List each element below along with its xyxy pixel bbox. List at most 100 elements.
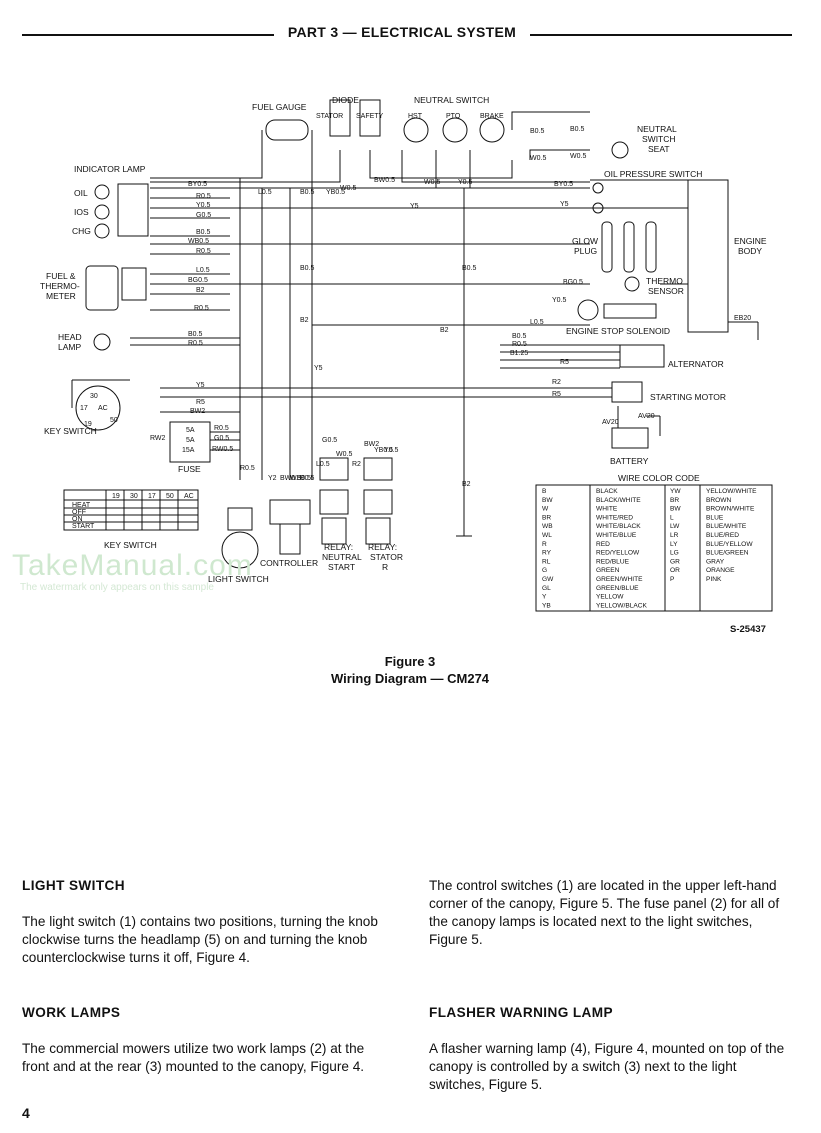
wire-tag: BW0.5	[374, 177, 395, 184]
wire-tag: Y0.5	[458, 179, 473, 186]
wire-code-cell: WB	[542, 523, 553, 530]
label-ios: IOS	[74, 207, 89, 217]
wire-tag: Y5	[314, 365, 323, 372]
wire-code-cell: GREEN/WHITE	[596, 576, 643, 583]
heading-flasher: FLASHER WARNING LAMP	[429, 1005, 613, 1020]
label-seat-2: SWITCH	[642, 134, 676, 144]
wire-stator	[150, 150, 341, 183]
wire-tag: Y0.5	[552, 297, 567, 304]
wire-tag: BY0.5	[188, 181, 207, 188]
section-light-switch: LIGHT SWITCH The light switch (1) contai…	[22, 877, 382, 967]
wire-tag: R2	[552, 379, 561, 386]
wire-code-cell: WHITE/RED	[596, 514, 633, 521]
label-relay-s-2: STATOR	[370, 552, 403, 562]
wire-tag: G0.5	[214, 435, 229, 442]
label-glow-1: GLOW	[572, 236, 598, 246]
wire-tag: 15A	[182, 447, 195, 454]
text-control-switches: The control switches (1) are located in …	[429, 878, 780, 947]
wire-tag: WB0.5	[290, 475, 311, 482]
wire-code-cell: BR	[542, 514, 551, 521]
wire-tag: R0.5	[240, 465, 255, 472]
wire-code-cell: BROWN/WHITE	[706, 506, 755, 513]
header-rule-left	[22, 34, 274, 36]
wire-tag: R0.5	[196, 193, 211, 200]
wire-tag: BW2	[364, 441, 379, 448]
wire-tag: AV20	[638, 413, 655, 420]
wire-tag: R0.5	[214, 425, 229, 432]
wire-code-cell: BLUE/RED	[706, 532, 739, 539]
wire-safety	[369, 150, 513, 179]
wire-tag: B0.5	[462, 265, 477, 272]
label-key-switch: KEY SWITCH	[44, 426, 97, 436]
wire-tag: L0.5	[196, 267, 210, 274]
label-relay-n-1: RELAY:	[324, 542, 353, 552]
wire-code-cell: BW	[542, 497, 553, 504]
wire-tag: BW2	[190, 408, 205, 415]
label-thermo-1: THERMO	[646, 276, 683, 286]
wire-tag: L0.5	[258, 189, 272, 196]
label-engine-stop: ENGINE STOP SOLENOID	[566, 326, 670, 336]
label-chg: CHG	[72, 226, 91, 236]
wire-tag: B0.5	[300, 475, 315, 482]
wire-tag: RW0.5	[212, 446, 233, 453]
wire-code-cell: YB	[542, 602, 551, 609]
label-controller: CONTROLLER	[260, 558, 318, 568]
wire-tag: 19	[84, 421, 92, 428]
wire-hst	[401, 150, 590, 183]
wire-tag: R0.5	[188, 340, 203, 347]
wire-code-cell: P	[670, 576, 675, 583]
wire-tag: G0.5	[322, 437, 337, 444]
wire-tag: BY0.5	[554, 181, 573, 188]
wire-code-cell: B	[542, 488, 547, 495]
wire-code-cell: WHITE/BLACK	[596, 523, 641, 530]
wire-fuel-gauge-left	[150, 130, 263, 179]
label-battery: BATTERY	[610, 456, 649, 466]
wire-code-cell: GW	[542, 576, 554, 583]
wire-code-cell: BLUE	[706, 514, 724, 521]
text-work-lamps: The commercial mowers utilize two work l…	[22, 1041, 365, 1074]
label-seat-1: NEUTRAL	[637, 124, 677, 134]
label-engine-body-1: ENGINE	[734, 236, 767, 246]
wire-code-cell: BLACK	[596, 488, 618, 495]
label-wire-color-code: WIRE COLOR CODE	[618, 473, 700, 483]
text-light-switch: The light switch (1) contains two positi…	[22, 914, 378, 965]
label-starting-motor: STARTING MOTOR	[650, 392, 726, 402]
wire-tag: YB0.5	[326, 189, 345, 196]
label-relay-s-3: R	[382, 562, 388, 572]
wire-code-cell: GR	[670, 558, 680, 565]
wire-code-cell: Y	[542, 594, 547, 601]
wire-code-cell: G	[542, 567, 547, 574]
wire-code-cell: BROWN	[706, 497, 732, 504]
wire-tag: AC	[98, 405, 108, 412]
label-head-1: HEAD	[58, 332, 82, 342]
wire-code-cell: GRAY	[706, 558, 725, 565]
wire-code-cell: LW	[670, 523, 680, 530]
key-switch-row-off: OFF	[72, 509, 86, 516]
wire-tag: B0.5	[196, 229, 211, 236]
key-switch-col-19: 19	[112, 493, 120, 500]
heading-light-switch: LIGHT SWITCH	[22, 878, 125, 893]
wire-tag: B2	[462, 481, 471, 488]
wire-code-cell: YELLOW/WHITE	[706, 488, 757, 495]
wire-tag: BG0.5	[563, 279, 583, 286]
label-key-switch-table: KEY SWITCH	[104, 540, 157, 550]
figure-number: Figure 3	[384, 654, 436, 669]
heading-work-lamps: WORK LAMPS	[22, 1005, 121, 1020]
key-switch-col-17: 17	[148, 493, 156, 500]
label-fuel-3: METER	[46, 291, 76, 301]
wire-tag: YB0.5	[374, 447, 393, 454]
wire-tag: RW2	[150, 435, 166, 442]
label-brake: BRAKE	[480, 113, 504, 120]
wire-tag: B0.5	[300, 265, 315, 272]
label-oil-pressure-switch: OIL PRESSURE SWITCH	[604, 169, 702, 179]
label-neutral-switch: NEUTRAL SWITCH	[414, 95, 489, 105]
page-header: PART 3 — ELECTRICAL SYSTEM	[22, 24, 792, 44]
wire-w05	[529, 149, 590, 160]
key-switch-row-on: ON	[72, 516, 83, 523]
wire-code-cell: BLUE/WHITE	[706, 523, 747, 530]
wire-code-cell: BR	[670, 497, 679, 504]
label-fuel-1: FUEL &	[46, 271, 76, 281]
wire-neutral-top	[511, 111, 590, 130]
wire-tag: W0.5	[424, 179, 440, 186]
